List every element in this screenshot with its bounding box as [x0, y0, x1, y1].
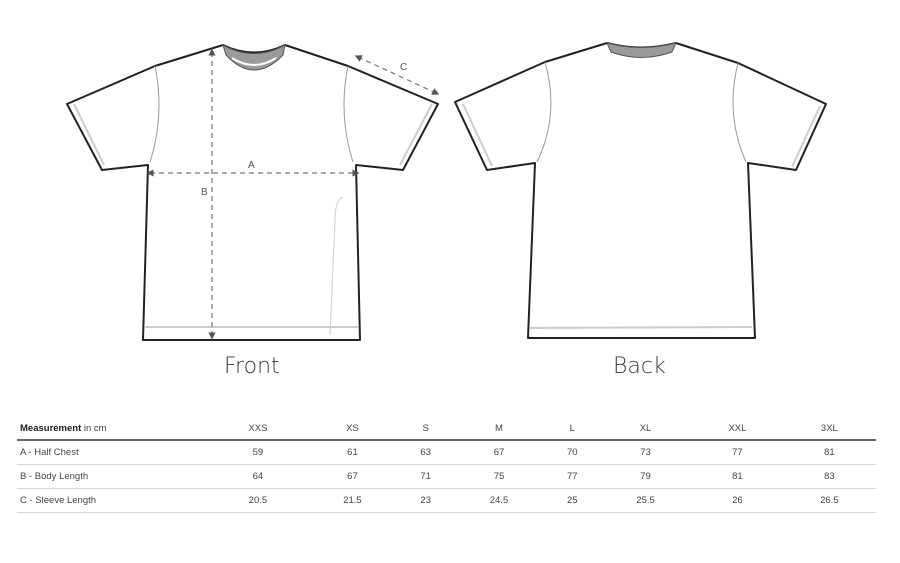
table-cell: 63: [399, 440, 453, 465]
table-cell: 59: [210, 440, 306, 465]
table-cell: 20.5: [210, 488, 306, 513]
back-tshirt-icon: [454, 42, 827, 339]
size-diagram: A B C Front Back: [66, 42, 827, 379]
size-header-xl: XL: [598, 418, 693, 441]
size-header-3xl: 3XL: [782, 418, 876, 441]
tshirt-illustrations: [66, 42, 827, 341]
table-cell: 81: [782, 440, 876, 465]
table-cell: 73: [598, 440, 693, 465]
back-view-label: Back: [613, 354, 666, 379]
size-header-xxs: XXS: [210, 418, 306, 441]
table-header-row: Measurement in cm XXS XS S M L XL XXL 3X…: [17, 418, 876, 441]
table-cell: 64: [210, 464, 306, 489]
row-label: A - Half Chest: [17, 440, 210, 465]
table-row: B - Body Length 64 67 71 75 77 79 81 83: [17, 464, 876, 489]
table-row: A - Half Chest 59 61 63 67 70 73 77 81: [17, 440, 876, 465]
table-cell: 77: [545, 464, 599, 489]
table-cell: 23: [399, 488, 453, 513]
table-cell: 83: [782, 464, 876, 489]
row-label: C - Sleeve Length: [17, 488, 210, 513]
size-header-s: S: [399, 418, 453, 441]
dimension-a-label: A: [248, 160, 255, 171]
measurement-header-unit: in cm: [81, 423, 107, 434]
size-chart-table: Measurement in cm XXS XS S M L XL XXL 3X…: [17, 418, 876, 513]
table-cell: 25: [545, 488, 599, 513]
measurement-header-bold: Measurement: [20, 423, 82, 434]
table-cell: 61: [305, 440, 400, 465]
dimension-b-label: B: [201, 187, 208, 198]
table-cell: 24.5: [452, 488, 546, 513]
size-header-m: M: [452, 418, 546, 441]
row-label: B - Body Length: [17, 464, 210, 489]
measurement-header: Measurement in cm: [17, 418, 210, 441]
table-cell: 26: [692, 488, 783, 513]
table-cell: 67: [305, 464, 400, 489]
table-row: C - Sleeve Length 20.5 21.5 23 24.5 25 2…: [17, 488, 876, 513]
table-cell: 26.5: [782, 488, 876, 513]
table-cell: 77: [692, 440, 783, 465]
size-header-xs: XS: [305, 418, 400, 441]
table-cell: 25.5: [598, 488, 693, 513]
table-cell: 70: [545, 440, 599, 465]
table-cell: 81: [692, 464, 783, 489]
table-cell: 79: [598, 464, 693, 489]
dimension-c-label: C: [400, 62, 408, 73]
size-header-l: L: [545, 418, 599, 441]
table-cell: 21.5: [305, 488, 400, 513]
front-tshirt-icon: [66, 43, 440, 341]
front-view-label: Front: [224, 354, 280, 379]
size-header-xxl: XXL: [692, 418, 783, 441]
table-cell: 75: [452, 464, 546, 489]
table-cell: 67: [452, 440, 546, 465]
table-cell: 71: [399, 464, 453, 489]
